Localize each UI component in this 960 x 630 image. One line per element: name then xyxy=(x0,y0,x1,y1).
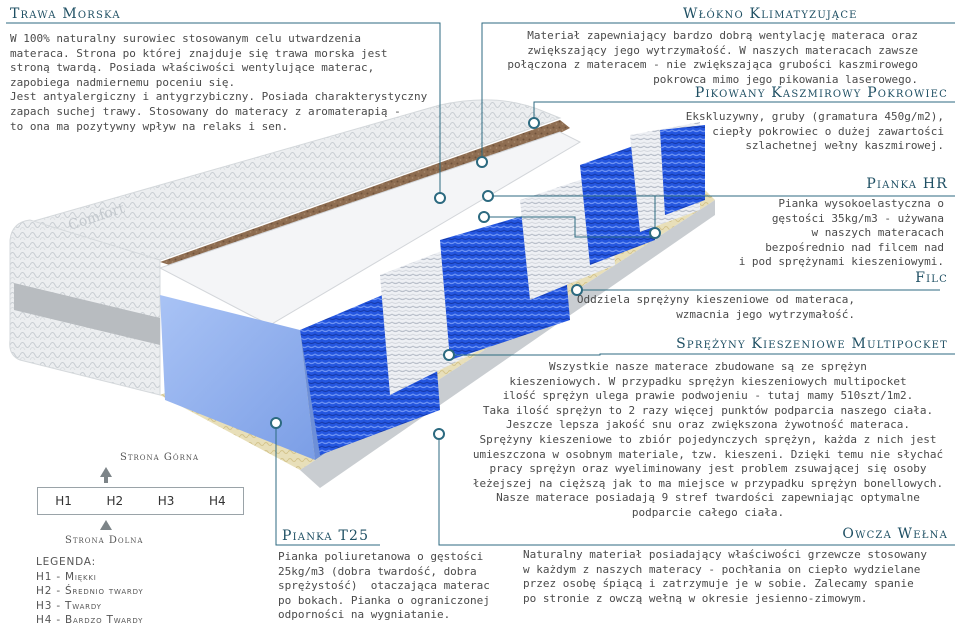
legend: LEGENDA: H1 - Miękki H2 - Średnio twardy… xyxy=(36,555,143,628)
legend-item: H1 - Miękki xyxy=(36,570,97,583)
wlokno-title: Włókno Klimatyzujące xyxy=(683,6,858,22)
legend-item: H4 - Bardzo Twardy xyxy=(36,614,144,627)
filc-title: Filc xyxy=(915,270,948,286)
legend-title: LEGENDA: xyxy=(36,556,96,568)
trawa-text: W 100% naturalny surowiec stosowanym cel… xyxy=(10,32,428,133)
pokrowiec-title: Pikowany Kaszmirowy Pokrowiec xyxy=(694,85,948,101)
welna-title: Owcza Wełna xyxy=(842,526,948,542)
sprezyny-title: Sprężyny Kieszeniowe Multipocket xyxy=(676,336,948,352)
sprezyny-text: Wszystkie nasze materace zbudowane są ze… xyxy=(472,360,944,519)
pianka-t25-text: Pianka poliuretanowa o gęstości 25kg/m3 … xyxy=(278,550,490,622)
hardness-h3: H3 xyxy=(157,494,175,508)
welna-text: Naturalny materiał posiadający właściwoś… xyxy=(523,548,927,605)
pianka-hr-text: Pianka wysokoelastyczna o gęstości 35kg/… xyxy=(738,197,944,269)
hardness-h1: H1 xyxy=(55,494,72,508)
hardness-h4: H4 xyxy=(209,494,226,508)
trawa-title: Trawa Morska xyxy=(10,6,121,22)
pianka-t25-title: Pianka T25 xyxy=(282,528,370,544)
filc-text: Oddziela sprężyny kieszeniowe od materac… xyxy=(576,293,855,321)
hardness-scale: H1 H2 H3 H4 xyxy=(37,487,244,515)
legend-item: H2 - Średnio twardy xyxy=(36,585,144,598)
legend-item: H3 - Twardy xyxy=(36,599,102,612)
hardness-h2: H2 xyxy=(106,494,124,508)
wlokno-text: Materiał zapewniający bardzo dobrą wenty… xyxy=(507,29,918,86)
pianka-hr-title: Pianka HR xyxy=(866,176,948,192)
top-side-label: Strona Górna xyxy=(120,452,200,463)
bottom-side-label: Strona Dolna xyxy=(65,535,144,546)
pokrowiec-text: Ekskluzywny, gruby (gramatura 450g/m2), … xyxy=(685,110,944,153)
pocket-springs xyxy=(300,122,705,455)
